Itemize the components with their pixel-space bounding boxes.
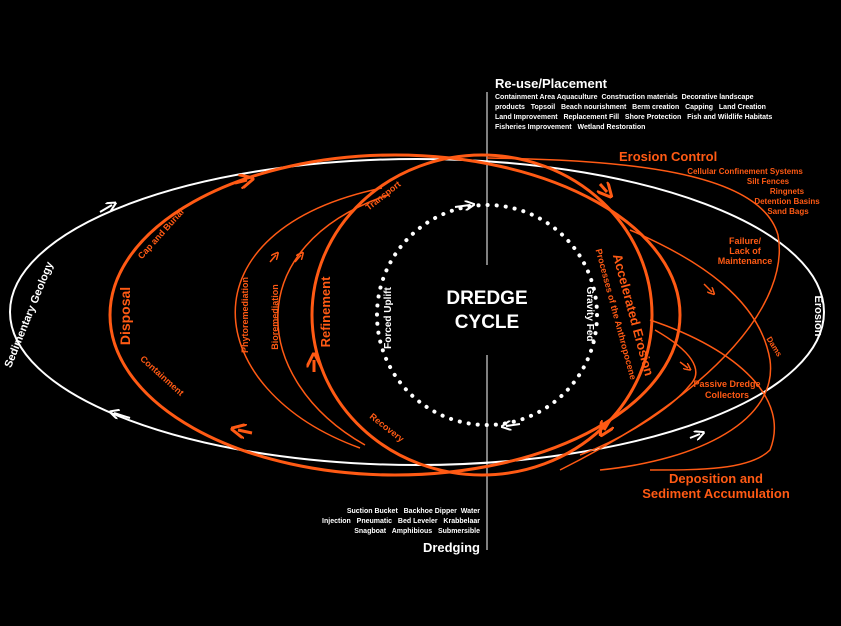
dredging-line: Snagboat Amphibious Submersible <box>354 528 480 535</box>
outer-geology-ellipse <box>9 158 825 466</box>
erosion-control-path <box>486 157 780 471</box>
disposal-ellipse <box>108 153 682 477</box>
disposal-arrow-top <box>234 180 247 183</box>
disposal-arrow-bottom <box>238 430 253 433</box>
refinement-arrow-lower <box>604 419 610 430</box>
refinement-label: Refinement <box>318 276 333 347</box>
reuse-line: Containment Area Aquaculture Constructio… <box>495 94 754 101</box>
outer-arrow-bottom <box>114 413 131 418</box>
outer-arrow-right <box>689 434 700 438</box>
reuse-placement-title: Re-use/Placement <box>495 76 607 91</box>
center-title-line2: CYCLE <box>455 312 519 333</box>
reuse-line: Fisheries Improvement Wetland Restoratio… <box>495 124 646 131</box>
erosion-control-item: Sand Bags <box>767 207 809 216</box>
bio-arrow <box>294 255 301 263</box>
erosion-control-title: Erosion Control <box>619 149 717 164</box>
deposition-title-1: Deposition and <box>669 471 763 486</box>
dredging-line: Injection Pneumatic Bed Leveler Krabbela… <box>322 518 480 525</box>
erosion-control-item: Cellular Confinement Systems <box>687 167 803 176</box>
passive-collectors-label-1: Passive Dredge <box>693 379 760 389</box>
erosion-control-list: Cellular Confinement Systems Silt Fences… <box>687 167 820 216</box>
erosion-control-item: Detention Basins <box>754 197 820 206</box>
dredging-line: Suction Bucket Backhoe Dipper Water <box>346 508 480 515</box>
dredging-title: Dredging <box>422 540 480 555</box>
reuse-line: Land Improvement Replacement Fill Shore … <box>495 114 773 121</box>
passive-arrow <box>679 361 688 368</box>
reuse-placement-block: Re-use/Placement Containment Area Aquacu… <box>495 76 825 133</box>
bioremediation-arc <box>277 194 389 446</box>
erosion-control-item: Ringnets <box>770 187 805 196</box>
passive-collector-path <box>579 329 697 456</box>
passive-collectors-label-2: Collectors <box>705 390 749 400</box>
forced-uplift-label: Forced Uplift <box>383 287 394 349</box>
refinement-ellipse <box>310 153 654 477</box>
bioremediation-label: Bioremediation <box>270 284 280 350</box>
failure-path <box>599 229 772 471</box>
reuse-line: products Topsoil Beach nourishment Berm … <box>495 104 766 111</box>
refinement-arrow-right <box>600 184 607 192</box>
erosion-control-arrow <box>703 283 712 292</box>
disposal-label: Disposal <box>117 287 133 345</box>
dams-path <box>649 319 776 471</box>
inner-arrow-top <box>454 205 470 207</box>
phytoremediation-arc <box>234 187 383 449</box>
erosion-label: Erosion <box>812 296 824 337</box>
deposition-title-2: Sediment Accumulation <box>642 486 790 501</box>
failure-label-3: Maintenance <box>718 256 773 266</box>
erosion-control-item: Silt Fences <box>747 177 790 186</box>
cap-and-burial-label: Cap and Burial <box>136 207 186 261</box>
failure-label-1: Failure/ <box>729 236 762 246</box>
dredging-block: Suction Bucket Backhoe Dipper Water Inje… <box>280 507 480 555</box>
outer-arrow-top <box>99 205 112 213</box>
gravity-fed-label: Gravity Fed <box>584 286 595 341</box>
failure-label-2: Lack of <box>729 246 762 256</box>
phyto-arrow <box>269 255 276 263</box>
phytoremediation-label: Phytoremediation <box>240 277 250 353</box>
inner-dotted-circle <box>375 203 599 427</box>
center-title-line1: DREDGE <box>446 288 527 309</box>
inner-arrow-bottom <box>506 424 521 426</box>
